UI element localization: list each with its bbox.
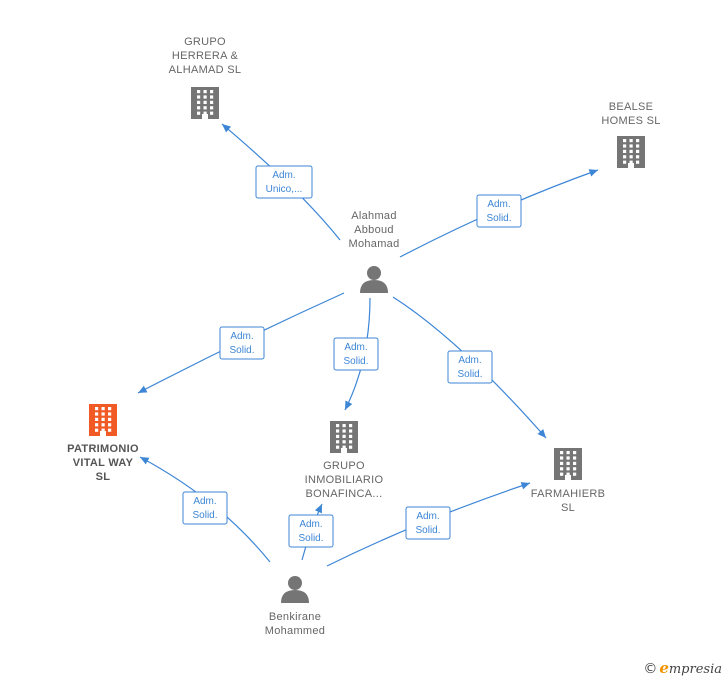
edge-alahmad-bonafinca: Adm. Solid.: [333, 297, 379, 411]
edge-label-box[interactable]: [447, 350, 493, 384]
edge-label-text: Adm.: [458, 355, 481, 366]
building-icon: [554, 448, 582, 480]
edge-label-text: Solid.: [415, 525, 440, 536]
building-icon: [191, 87, 219, 119]
edge-benkirane-bonafinca: Adm. Solid.: [288, 503, 334, 561]
edge-label-text: Adm.: [299, 519, 322, 530]
node-label: SL: [96, 471, 111, 483]
node-label: HOMES SL: [601, 115, 660, 127]
edge-label-text: Adm.: [344, 342, 367, 353]
building-icon: [89, 404, 117, 436]
edge-label-box[interactable]: [288, 514, 334, 548]
node-bonafinca[interactable]: GRUPO INMOBILIARIO BONAFINCA...: [305, 421, 384, 500]
edge-label-box[interactable]: [476, 194, 522, 228]
node-patrimonio[interactable]: PATRIMONIO VITAL WAY SL: [67, 404, 139, 483]
edge-label-text: Unico,...: [266, 184, 303, 195]
node-label: ALHAMAD SL: [169, 64, 242, 76]
node-bealse[interactable]: BEALSE HOMES SL: [601, 101, 660, 168]
node-label: GRUPO: [184, 36, 226, 48]
person-icon: [360, 266, 388, 293]
edge-alahmad-farmahierb: Adm. Solid.: [392, 296, 547, 439]
node-label: Abboud: [354, 224, 394, 236]
edge-label-text: Solid.: [229, 345, 254, 356]
edge-label-text: Adm.: [487, 199, 510, 210]
edge-benkirane-farmahierb: Adm. Solid.: [326, 482, 531, 567]
edge-label-box[interactable]: [255, 165, 313, 199]
edge-label-text: Adm.: [416, 511, 439, 522]
edge-label-text: Solid.: [192, 510, 217, 521]
node-label: Alahmad: [351, 210, 397, 222]
edge-label-text: Adm.: [272, 170, 295, 181]
person-icon: [281, 576, 309, 603]
brand-name: mpresia: [668, 662, 722, 677]
edge-label-text: Solid.: [298, 533, 323, 544]
edge-label-box[interactable]: [333, 337, 379, 371]
node-label: Mohamad: [348, 238, 399, 250]
node-label: BONAFINCA...: [306, 488, 383, 500]
node-label: PATRIMONIO: [67, 443, 139, 455]
brand-initial: e: [659, 659, 669, 677]
edge-label-text: Solid.: [457, 369, 482, 380]
edge-label-text: Solid.: [486, 213, 511, 224]
node-label: HERRERA &: [172, 50, 239, 62]
node-label: INMOBILIARIO: [305, 474, 384, 486]
edge-alahmad-herrera: Adm. Unico,...: [221, 123, 341, 241]
node-label: BEALSE: [609, 101, 654, 113]
edge-label-box[interactable]: [219, 326, 265, 360]
brand-logo: ©empresia: [643, 659, 722, 677]
node-label: Mohammed: [265, 625, 325, 637]
edge-label-text: Adm.: [230, 331, 253, 342]
edge-alahmad-patrimonio: Adm. Solid.: [137, 292, 345, 394]
node-label: FARMAHIERB: [531, 488, 606, 500]
edge-benkirane-patrimonio: Adm. Solid.: [139, 456, 271, 563]
node-label: VITAL WAY: [73, 457, 134, 469]
copyright-symbol: ©: [643, 661, 658, 677]
building-icon: [330, 421, 358, 453]
edge-alahmad-bealse: Adm. Solid.: [399, 169, 599, 258]
node-label: GRUPO: [323, 460, 365, 472]
edge-label-box[interactable]: [405, 506, 451, 540]
edge-label-box[interactable]: [182, 491, 228, 525]
node-herrera[interactable]: GRUPO HERRERA & ALHAMAD SL: [169, 36, 242, 119]
node-label: SL: [561, 502, 575, 514]
edge-label-text: Adm.: [193, 496, 216, 507]
node-label: Benkirane: [269, 611, 321, 623]
nodes-layer: GRUPO HERRERA & ALHAMAD SL BEALSE HOMES SL Al…: [67, 36, 660, 637]
node-farmahierb[interactable]: FARMAHIERB SL: [531, 448, 606, 514]
edge-label-text: Solid.: [343, 356, 368, 367]
edges-layer: Adm. Unico,... Adm. Solid. Adm. Solid. Adm. Sol…: [137, 123, 599, 567]
building-icon: [617, 136, 645, 168]
